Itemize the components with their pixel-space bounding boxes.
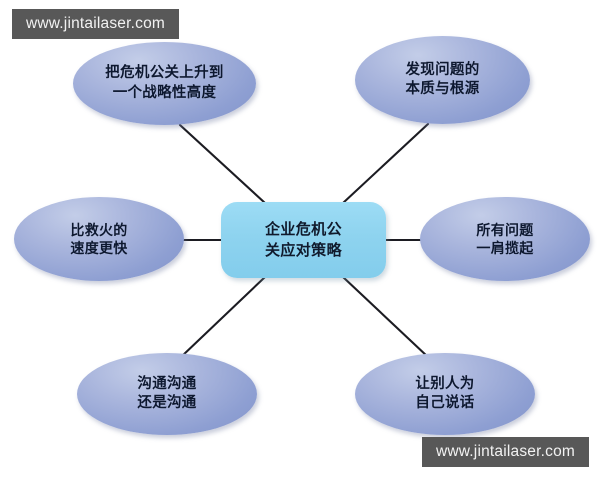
node-top-right-label: 发现问题的 本质与根源 xyxy=(405,61,480,97)
node-center-label: 企业危机公 关应对策略 xyxy=(264,220,342,259)
node-middle-right-label: 所有问题 一肩揽起 xyxy=(476,221,534,256)
edge-center-to-bottom-right xyxy=(341,275,430,359)
edge-center-to-top-right xyxy=(341,122,430,205)
node-middle-right[interactable]: 所有问题 一肩揽起 xyxy=(420,197,590,281)
node-middle-left[interactable]: 比救火的 速度更快 xyxy=(14,197,184,281)
node-top-left[interactable]: 把危机公关上升到 一个战略性高度 xyxy=(73,42,256,125)
node-bottom-left-label: 沟通沟通 还是沟通 xyxy=(137,375,197,411)
node-bottom-right[interactable]: 让别人为 自己说话 xyxy=(355,353,535,435)
edge-center-to-bottom-left xyxy=(179,275,267,359)
node-middle-left-label: 比救火的 速度更快 xyxy=(70,221,128,256)
node-bottom-right-label: 让别人为 自己说话 xyxy=(415,375,475,411)
node-top-left-label: 把危机公关上升到 一个战略性高度 xyxy=(105,65,224,101)
watermark-bottom: www.jintailaser.com xyxy=(422,437,589,467)
watermark-top: www.jintailaser.com xyxy=(12,9,179,39)
node-bottom-left[interactable]: 沟通沟通 还是沟通 xyxy=(77,353,257,435)
node-top-right[interactable]: 发现问题的 本质与根源 xyxy=(355,36,530,124)
node-center[interactable]: 企业危机公 关应对策略 xyxy=(221,202,386,278)
edge-center-to-top-left xyxy=(178,123,267,205)
